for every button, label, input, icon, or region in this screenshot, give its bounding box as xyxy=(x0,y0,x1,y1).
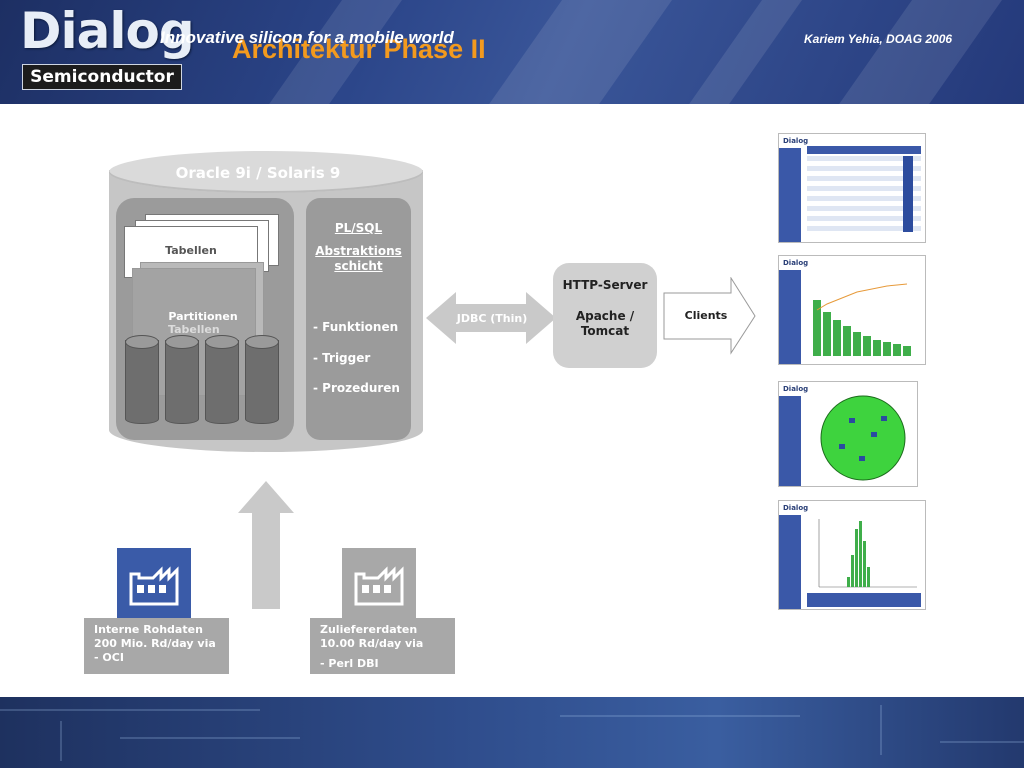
plsql-item: - Prozeduren xyxy=(313,381,400,395)
source-line: Zuliefererdaten xyxy=(320,623,418,636)
partitions-label-line: Tabellen xyxy=(168,323,220,336)
thumbnail-logo: Dialog xyxy=(783,504,809,512)
footer-slogan: Innovative silicon for a mobile world xyxy=(160,28,454,47)
source-line: 10.00 Rd/day via xyxy=(320,637,424,650)
plsql-panel xyxy=(306,198,411,440)
jdbc-double-arrow xyxy=(426,292,556,344)
database-title: Oracle 9i / Solaris 9 xyxy=(175,164,341,182)
source-line: Interne Rohdaten xyxy=(94,623,203,636)
report-thumbnail-histogram: Dialog xyxy=(778,500,926,610)
partition-cylinder xyxy=(165,340,199,424)
thumbnail-sidebar xyxy=(779,396,801,486)
factory-icon-supplier xyxy=(342,548,416,618)
partition-cylinder-top xyxy=(165,335,199,349)
thumbnail-wafer-map xyxy=(820,395,906,481)
logo-sub-text: Semiconductor xyxy=(30,67,174,87)
partition-cylinder-top xyxy=(245,335,279,349)
source-text-internal: Interne Rohdaten 200 Mio. Rd/day via - O… xyxy=(94,623,216,665)
thumbnail-sidebar xyxy=(779,515,801,609)
factory-icon xyxy=(354,566,404,606)
http-server-line: Tomcat xyxy=(580,324,630,338)
plsql-item: - Trigger xyxy=(313,351,371,365)
thumbnail-sidebar xyxy=(779,148,801,242)
report-thumbnail-wafermap: Dialog xyxy=(778,381,918,487)
plsql-subtitle: schicht xyxy=(334,259,383,273)
plsql-title: PL/SQL xyxy=(334,221,383,235)
partitions-label-line: Partitionen xyxy=(168,310,238,323)
thumbnail-sidebar xyxy=(779,270,801,364)
factory-icon xyxy=(129,566,179,606)
logo-text: Dialog xyxy=(20,2,195,60)
source-line: 200 Mio. Rd/day via xyxy=(94,637,216,650)
partition-cylinder xyxy=(125,340,159,424)
partition-cylinder xyxy=(245,340,279,424)
partitions-label: Partitionen Tabellen xyxy=(138,310,268,336)
footer-author: Kariem Yehia, DOAG 2006 xyxy=(804,32,953,46)
page-title: Architektur Phase II xyxy=(232,34,486,64)
thumbnail-logo: Dialog xyxy=(783,385,809,393)
http-server-box xyxy=(553,263,657,368)
thumbnail-table-grid xyxy=(807,146,921,232)
partition-cylinder-top xyxy=(125,335,159,349)
partition-cylinder xyxy=(205,340,239,424)
clients-arrow xyxy=(663,277,756,355)
thumbnail-logo: Dialog xyxy=(783,137,809,145)
source-box-internal xyxy=(84,618,229,674)
upload-arrow xyxy=(238,481,294,609)
http-server-title: HTTP-Server xyxy=(562,278,648,292)
plsql-subtitle: Abstraktions xyxy=(315,244,402,258)
factory-icon-internal xyxy=(117,548,191,618)
thumbnail-logo: Dialog xyxy=(783,259,809,267)
thumbnail-pareto-chart xyxy=(813,283,911,356)
source-line: - Perl DBI xyxy=(320,657,379,670)
source-line: - OCI xyxy=(94,651,124,664)
partition-cylinder-top xyxy=(205,335,239,349)
footer-banner xyxy=(0,697,1024,768)
clients-label: Clients xyxy=(684,309,728,322)
http-server-line: Apache / xyxy=(575,309,635,323)
source-text-supplier: Zuliefererdaten 10.00 Rd/day via - Perl … xyxy=(320,623,423,671)
report-thumbnail-pareto: Dialog xyxy=(778,255,926,365)
tables-label: Tabellen xyxy=(165,244,217,257)
jdbc-label: JDBC (Thin) xyxy=(456,312,528,325)
plsql-item: - Funktionen xyxy=(313,320,399,334)
logo-sub-box: Semiconductor xyxy=(22,64,182,90)
database-cylinder-top xyxy=(109,151,423,193)
source-box-supplier xyxy=(310,618,455,674)
report-thumbnail-table: Dialog xyxy=(778,133,926,243)
thumbnail-histogram xyxy=(807,519,921,607)
